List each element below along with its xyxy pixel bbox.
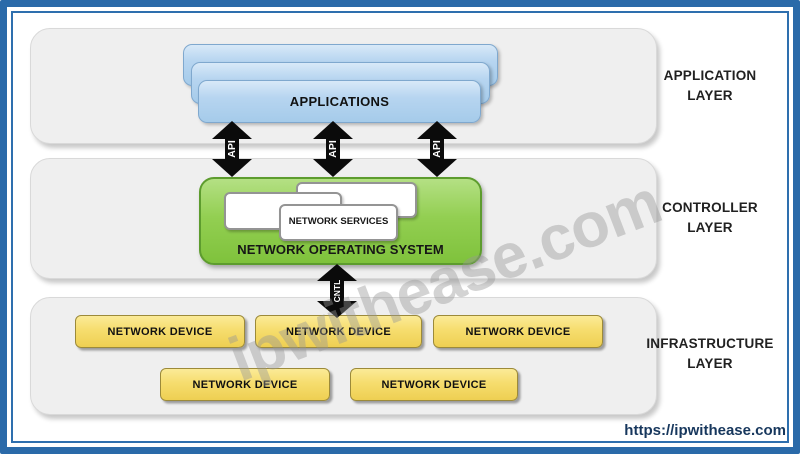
network-device-box: NETWORK DEVICE [433, 315, 603, 348]
cntl-arrow: CNTL [317, 264, 357, 318]
network-device-box: NETWORK DEVICE [255, 315, 422, 348]
network-operating-system-label: NETWORK OPERATING SYSTEM [237, 242, 444, 257]
double-arrow-icon [317, 264, 357, 318]
network-services-card: NETWORK SERVICES [279, 204, 398, 241]
double-arrow-icon [417, 121, 457, 177]
network-device-box: NETWORK DEVICE [160, 368, 330, 401]
api-arrow: API [417, 121, 457, 177]
api-arrow-label: API [327, 140, 339, 158]
network-device-box: NETWORK DEVICE [350, 368, 518, 401]
api-arrow: API [313, 121, 353, 177]
application-layer-label: APPLICATION LAYER [663, 68, 757, 104]
infrastructure-layer-label: INFRASTRUCTURE LAYER [646, 336, 774, 372]
double-arrow-icon [313, 121, 353, 177]
api-arrow-label: API [431, 140, 443, 158]
applications-box: APPLICATIONS [198, 80, 481, 123]
controller-layer-label: CONTROLLER LAYER [662, 200, 758, 236]
double-arrow-icon [212, 121, 252, 177]
cntl-arrow-label: CNTL [332, 280, 342, 303]
api-arrow-label: API [226, 140, 238, 158]
network-device-box: NETWORK DEVICE [75, 315, 245, 348]
footer-url[interactable]: https://ipwithease.com [624, 422, 786, 439]
api-arrow: API [212, 121, 252, 177]
